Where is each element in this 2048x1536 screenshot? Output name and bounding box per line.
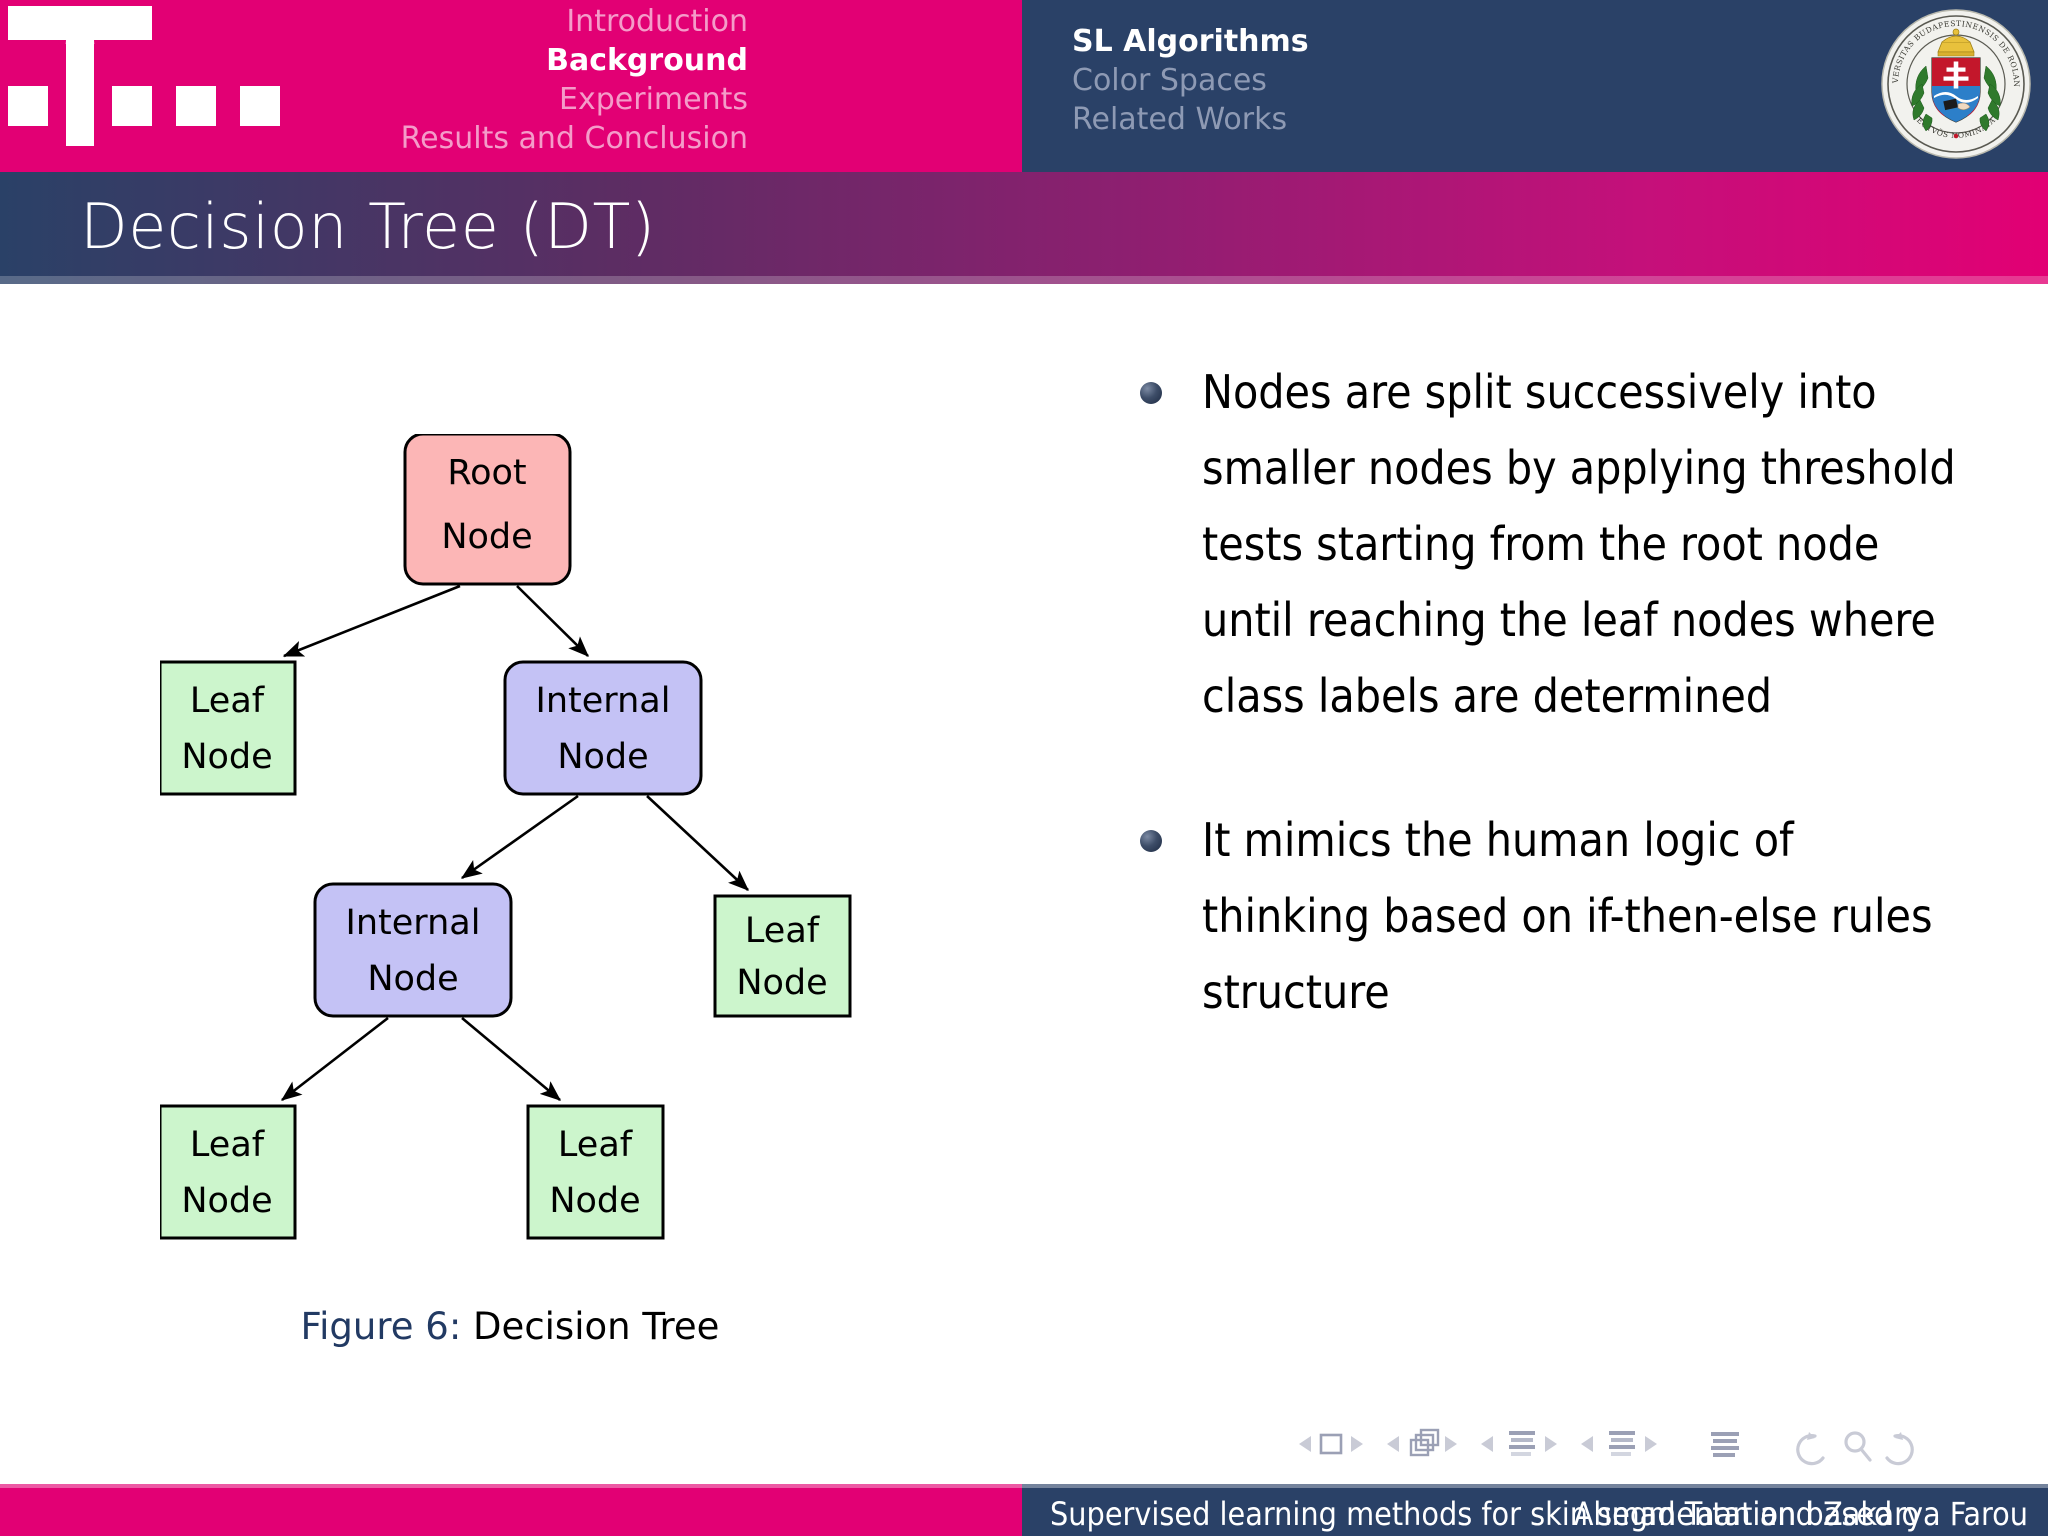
node-leaf1-line2: Node — [181, 737, 272, 777]
bullet-text: It mimics the human logic of thinking ba… — [1202, 813, 1933, 1019]
prev-slide-icon — [1299, 1436, 1311, 1452]
figure-number: Figure 6: — [300, 1305, 462, 1348]
node-leaf2-line2: Node — [736, 963, 827, 1003]
edge-internal2-leaf4 — [461, 1017, 561, 1101]
prev-section-icon — [1581, 1436, 1593, 1452]
logo-square-2 — [176, 86, 216, 126]
tree-node-leaf-2: Leaf Node — [713, 894, 852, 1018]
nav-item-results[interactable]: Results and Conclusion — [400, 121, 748, 156]
page-title: Decision Tree (DT) — [80, 190, 656, 263]
search-icon — [1844, 1431, 1866, 1453]
tree-node-leaf-4: Leaf Node — [526, 1104, 665, 1240]
next-subsection-icon — [1545, 1436, 1557, 1452]
logo-t-stem — [66, 6, 94, 146]
tree-edges — [280, 584, 749, 1102]
seal-crown — [1937, 28, 1975, 57]
seal-wreath — [1911, 65, 2001, 132]
bullet-dot-icon — [1140, 830, 1162, 852]
node-leaf1-line1: Leaf — [190, 681, 265, 721]
section-nav-left: Introduction Background Experiments Resu… — [28, 2, 748, 158]
logo-square-0 — [8, 86, 48, 126]
back-icon — [1796, 1434, 1825, 1466]
figure-column: Root Node Leaf Node Internal Node Intern… — [60, 304, 1020, 1384]
node-leaf4-line1: Leaf — [558, 1125, 633, 1165]
footer-presentation-title: Supervised learning methods for skin seg… — [1050, 1495, 1920, 1533]
edge-internal1-leaf2 — [646, 795, 749, 891]
footer-author: Ahmad Taan and Zakarya Farou — [1573, 1495, 2028, 1533]
slide-header: Introduction Background Experiments Resu… — [0, 0, 2048, 172]
title-bar-highlight — [0, 276, 2048, 284]
node-internal2-line2: Node — [367, 959, 458, 999]
nav-item-color-spaces[interactable]: Color Spaces — [1072, 63, 1267, 98]
subsection-icon — [1509, 1431, 1535, 1456]
edge-internal2-leaf3 — [280, 1016, 389, 1102]
beamer-navigation-symbols — [1299, 1428, 1914, 1466]
footer-right-band — [1022, 1484, 2048, 1536]
edge-internal1-internal2 — [460, 794, 579, 880]
footer-left-band — [0, 1484, 1022, 1536]
slide-content: Root Node Leaf Node Internal Node Intern… — [0, 284, 2048, 1434]
logo-t-top-left — [8, 6, 66, 44]
list-item: Nodes are split successively into smalle… — [1140, 354, 1970, 734]
slide-title-bar: Decision Tree (DT) — [0, 172, 2048, 284]
node-internal1-line2: Node — [557, 737, 648, 777]
forward-icon — [1885, 1434, 1914, 1466]
next-slide-icon — [1351, 1436, 1363, 1452]
tree-node-leaf-3: Leaf Node — [160, 1104, 297, 1240]
footer-separator — [0, 1484, 2048, 1488]
document-icon — [1711, 1432, 1739, 1457]
t-mobile-logo — [8, 6, 338, 146]
bullet-text: Nodes are split successively into smalle… — [1202, 365, 1956, 723]
frames-icon — [1409, 1428, 1440, 1457]
prev-frame-icon — [1387, 1436, 1399, 1452]
slide-footer: Ahmad Taan and Zakarya Farou Supervised … — [0, 1484, 2048, 1536]
node-root-line2: Node — [441, 517, 532, 557]
node-root-line1: Root — [447, 453, 526, 493]
seal-shield — [1931, 57, 1981, 123]
nav-item-introduction[interactable]: Introduction — [566, 4, 748, 39]
section-icon — [1609, 1431, 1635, 1456]
prev-subsection-icon — [1481, 1436, 1493, 1452]
tree-node-leaf-1: Leaf Node — [160, 660, 297, 796]
next-frame-icon — [1445, 1436, 1457, 1452]
header-left-band — [0, 0, 1022, 172]
node-leaf2-line1: Leaf — [745, 911, 820, 951]
nav-item-sl-algorithms[interactable]: SL Algorithms — [1072, 24, 1309, 59]
nav-item-related-works[interactable]: Related Works — [1072, 102, 1288, 137]
next-section-icon — [1645, 1436, 1657, 1452]
logo-square-1 — [112, 86, 152, 126]
edge-root-internal1 — [516, 585, 589, 657]
elte-university-seal: UNIVERSITAS BUDAPESTINENSIS DE ROLANDO E… — [1880, 8, 2031, 159]
slide-icon — [1319, 1433, 1343, 1455]
nav-item-background[interactable]: Background — [546, 43, 748, 78]
bullet-dot-icon — [1140, 382, 1162, 404]
header-right-band — [1022, 0, 2048, 172]
node-internal1-line1: Internal — [536, 681, 671, 721]
logo-t-top-right — [94, 6, 152, 44]
figure-caption-text: Decision Tree — [461, 1305, 720, 1348]
subsection-nav-right: SL Algorithms Color Spaces Related Works — [1072, 22, 1772, 139]
tree-node-internal-2: Internal Node — [313, 882, 513, 1018]
node-leaf4-line2: Node — [549, 1181, 640, 1221]
node-internal2-line1: Internal — [346, 903, 481, 943]
node-leaf3-line1: Leaf — [190, 1125, 265, 1165]
bullet-list: Nodes are split successively into smalle… — [1140, 354, 1970, 1098]
decision-tree-diagram: Root Node Leaf Node Internal Node Intern… — [160, 434, 852, 1240]
tree-node-root: Root Node — [403, 434, 572, 586]
tree-node-internal-1: Internal Node — [503, 660, 703, 796]
list-item: It mimics the human logic of thinking ba… — [1140, 802, 1970, 1030]
nav-item-experiments[interactable]: Experiments — [559, 82, 748, 117]
edge-root-leaf1 — [282, 584, 461, 658]
node-leaf3-line2: Node — [181, 1181, 272, 1221]
figure-caption: Figure 6: Decision Tree — [60, 1305, 960, 1348]
logo-square-3 — [240, 86, 280, 126]
